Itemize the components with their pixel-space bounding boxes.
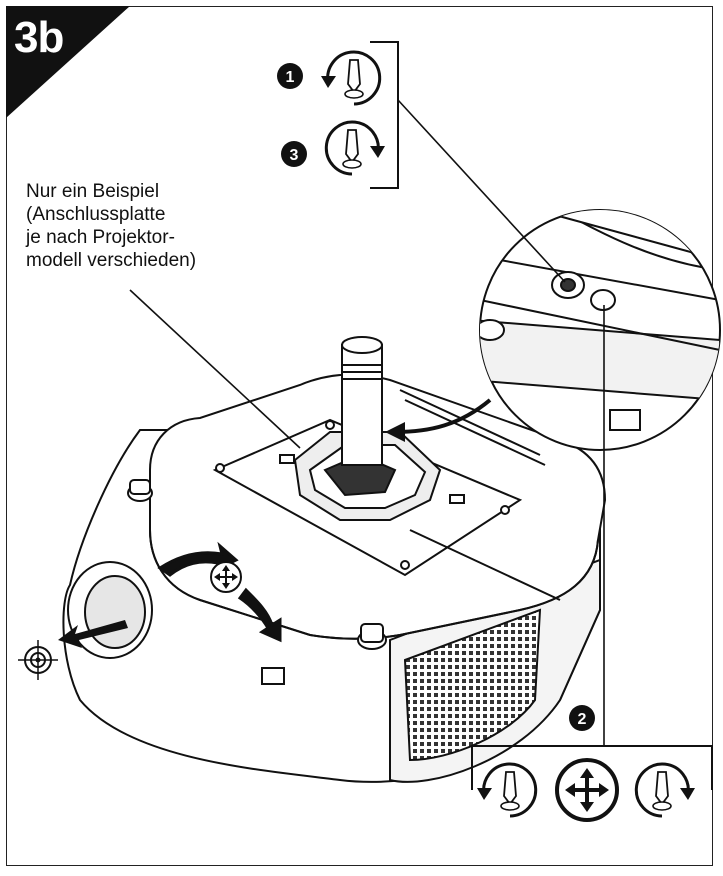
screw-loosen-icon bbox=[477, 762, 538, 818]
caption-line: Nur ein Beispiel bbox=[26, 181, 160, 202]
svg-text:3: 3 bbox=[290, 147, 299, 164]
move-arrows-icon bbox=[555, 758, 619, 822]
screw-tighten-icon bbox=[324, 120, 385, 176]
caption-note: Nur ein Beispiel (Anschlussplatte je nac… bbox=[26, 180, 286, 272]
vent-grill bbox=[403, 608, 542, 762]
step-badge-1: 1 bbox=[277, 63, 303, 89]
step-badge-3: 3 bbox=[281, 141, 307, 167]
move-arrows-icon bbox=[210, 561, 242, 593]
caption-line: modell verschieden) bbox=[26, 250, 197, 271]
screw-loosen-icon bbox=[321, 50, 382, 106]
crosshair-target-icon bbox=[18, 640, 58, 680]
projector-lens bbox=[67, 561, 153, 659]
step-bracket-bottom bbox=[471, 745, 713, 790]
caption-line: (Anschlussplatte bbox=[26, 204, 166, 225]
detail-magnifier bbox=[479, 209, 721, 451]
step-bracket-top bbox=[370, 41, 399, 189]
svg-text:1: 1 bbox=[286, 69, 295, 86]
pointer-arrow-to-detail bbox=[385, 398, 492, 442]
ceiling-mount-bracket bbox=[293, 336, 442, 521]
leader-lines bbox=[129, 99, 605, 745]
step-badge-2: 2 bbox=[569, 705, 595, 731]
screw-tighten-icon bbox=[634, 762, 695, 818]
caption-line: je nach Projektor- bbox=[26, 227, 175, 248]
svg-text:2: 2 bbox=[578, 711, 587, 728]
lens-direction-arrow bbox=[58, 620, 128, 648]
step-corner-triangle bbox=[6, 6, 130, 118]
step-label: 3b bbox=[14, 13, 64, 62]
